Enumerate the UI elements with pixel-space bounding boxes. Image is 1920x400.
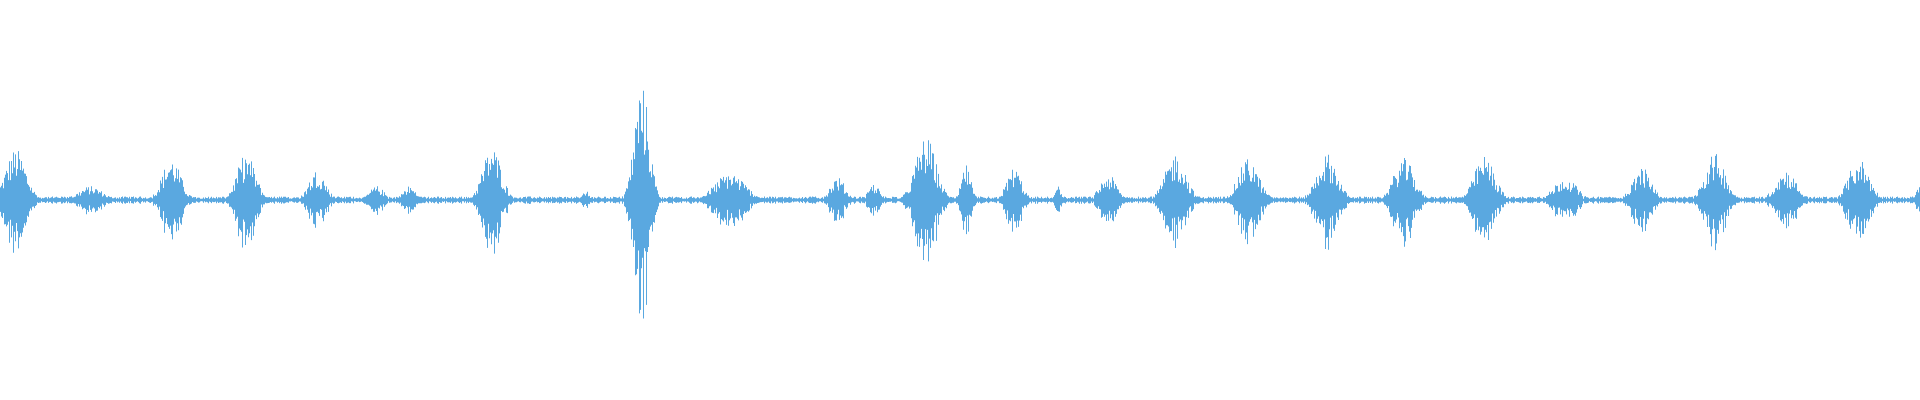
waveform-bars <box>0 90 1920 319</box>
